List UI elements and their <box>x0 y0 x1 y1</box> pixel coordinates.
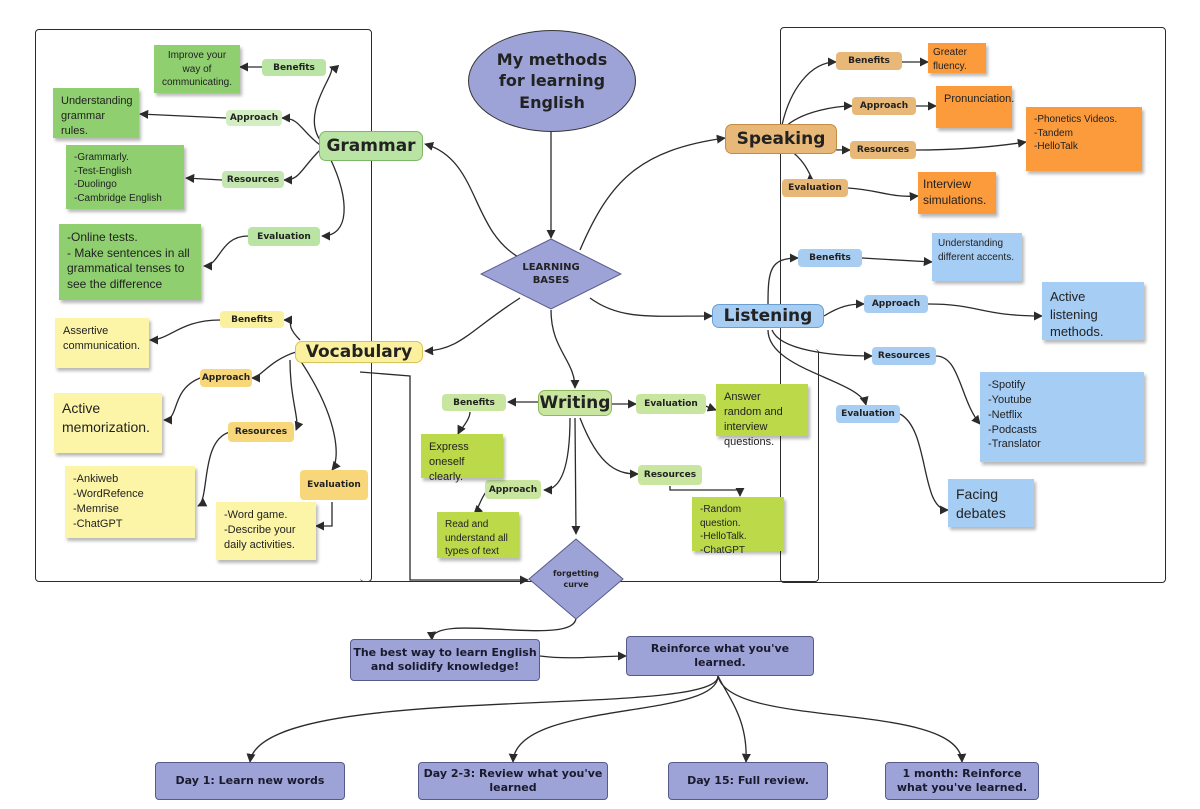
speaking-resources-note: -Phonetics Videos. -Tandem -HelloTalk <box>1026 107 1142 171</box>
center-label: LEARNING BASES <box>522 262 580 286</box>
page-title: My methods for learning English <box>496 49 608 112</box>
grammar-benefits-note: Improve your way of communicating. <box>154 45 240 93</box>
title-ellipse: My methods for learning English <box>468 30 636 132</box>
grammar-evaluation-pill[interactable]: Evaluation <box>248 227 320 246</box>
grammar-evaluation-note: -Online tests. - Make sentences in all g… <box>59 224 201 300</box>
grammar-benefits-pill[interactable]: Benefits <box>262 59 326 76</box>
listening-benefits-pill[interactable]: Benefits <box>798 249 862 267</box>
grammar-resources-note: -Grammarly. -Test-English -Duolingo -Cam… <box>66 145 184 209</box>
schedule-day-2-3[interactable]: Day 2-3: Review what you've learned <box>418 762 608 800</box>
writing-benefits-note: Express oneself clearly. <box>421 434 503 483</box>
grammar-approach-pill[interactable]: Approach <box>226 110 282 126</box>
writing-approach-pill[interactable]: Approach <box>485 480 541 499</box>
speaking-approach-note: Pronunciation. <box>936 86 1014 128</box>
listening-node[interactable]: Listening <box>712 304 824 328</box>
listening-resources-pill[interactable]: Resources <box>872 347 936 365</box>
listening-evaluation-note: Facing debates <box>948 479 1034 527</box>
speaking-evaluation-note: Interview simulations. <box>918 172 996 214</box>
speaking-node[interactable]: Speaking <box>725 124 837 154</box>
speaking-resources-pill[interactable]: Resources <box>850 141 916 159</box>
schedule-day-1[interactable]: Day 1: Learn new words <box>155 762 345 800</box>
reinforce-box[interactable]: Reinforce what you've learned. <box>626 636 814 676</box>
vocabulary-node[interactable]: Vocabulary <box>295 341 423 363</box>
listening-approach-pill[interactable]: Approach <box>864 295 928 313</box>
best-way-box[interactable]: The best way to learn English and solidi… <box>350 639 540 681</box>
grammar-node[interactable]: Grammar <box>319 131 423 161</box>
listening-approach-note: Active listening methods. <box>1042 282 1144 340</box>
writing-node[interactable]: Writing <box>538 390 612 416</box>
writing-resources-pill[interactable]: Resources <box>638 465 702 485</box>
grammar-vocabulary-frame <box>35 29 372 582</box>
vocabulary-resources-pill[interactable]: Resources <box>228 422 294 442</box>
writing-evaluation-note: Answer random and interview questions. <box>716 384 808 448</box>
vocabulary-approach-pill[interactable]: Approach <box>200 369 252 387</box>
speaking-approach-pill[interactable]: Approach <box>852 97 916 115</box>
writing-approach-note: Read and understand all types of text <box>437 512 519 558</box>
writing-evaluation-pill[interactable]: Evaluation <box>636 394 706 414</box>
grammar-approach-note: Understanding grammar rules. <box>53 88 139 138</box>
vocabulary-evaluation-note: -Word game. -Describe your daily activit… <box>216 502 316 560</box>
writing-benefits-pill[interactable]: Benefits <box>442 394 506 411</box>
learning-bases-diamond: LEARNING BASES <box>480 238 622 310</box>
forgetting-curve-diamond: forgetting curve <box>528 538 624 620</box>
vocabulary-benefits-note: Assertive communication. <box>55 318 149 368</box>
speaking-evaluation-pill[interactable]: Evaluation <box>782 179 848 197</box>
speaking-benefits-note: Greater fluency. <box>928 43 986 73</box>
writing-resources-note: -Random question. -HelloTalk. -ChatGPT <box>692 497 784 556</box>
forgetting-curve-label: forgetting curve <box>553 568 599 589</box>
vocabulary-evaluation-pill[interactable]: Evaluation <box>300 470 368 500</box>
listening-resources-note: -Spotify -Youtube -Netflix -Podcasts -Tr… <box>980 372 1144 462</box>
schedule-month-1[interactable]: 1 month: Reinforce what you've learned. <box>885 762 1039 800</box>
listening-benefits-note: Understanding different accents. <box>932 233 1022 281</box>
speaking-benefits-pill[interactable]: Benefits <box>836 52 902 70</box>
vocabulary-resources-note: -Ankiweb -WordRefence -Memrise -ChatGPT <box>65 466 195 538</box>
listening-evaluation-pill[interactable]: Evaluation <box>836 405 900 423</box>
vocabulary-benefits-pill[interactable]: Benefits <box>220 311 284 328</box>
grammar-resources-pill[interactable]: Resources <box>222 171 284 188</box>
schedule-day-15[interactable]: Day 15: Full review. <box>668 762 828 800</box>
vocabulary-approach-note: Active memorization. <box>54 393 162 453</box>
